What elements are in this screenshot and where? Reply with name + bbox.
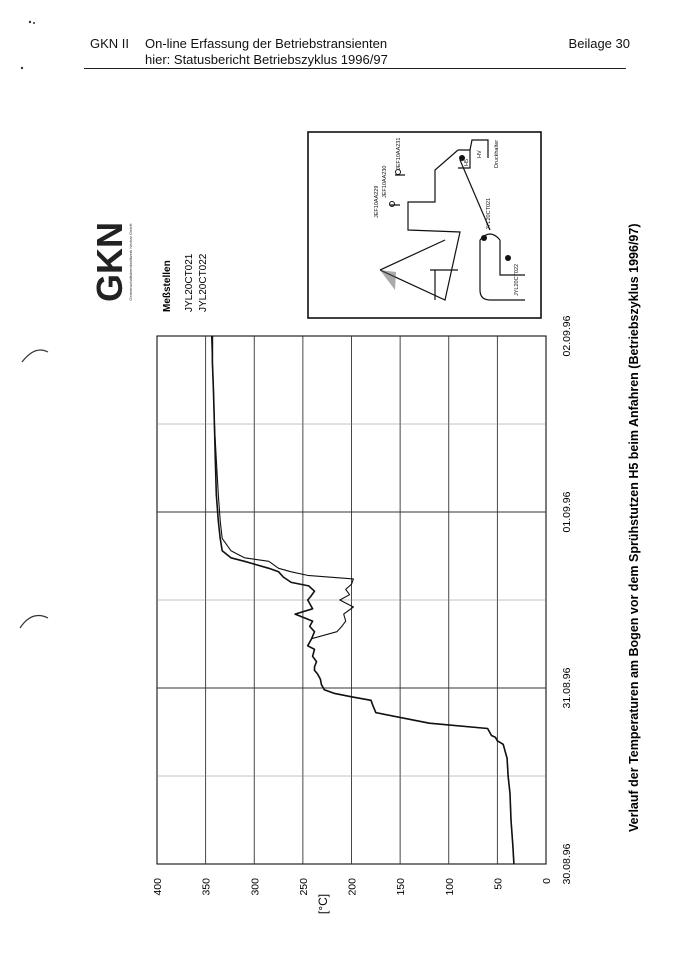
valve-229 xyxy=(389,201,395,207)
y-tick-label: 300 xyxy=(249,878,261,896)
label-jef10aa229: JEF10AA229 xyxy=(374,186,380,218)
y-tick-label: 100 xyxy=(444,878,456,896)
y-tick-labels: 0 50 100 150 200 250 300 350 400 xyxy=(152,878,553,896)
temperature-chart: 0 50 100 150 200 250 300 350 400 30.08.96 31.08.9… xyxy=(152,315,573,914)
header-title: On-line Erfassung der Betriebstransiente… xyxy=(145,36,388,68)
gkn-logo: GKN Gemeinschaftskernkraftwerk Neckar Gm… xyxy=(89,222,133,302)
ct022-point xyxy=(505,255,511,261)
series-line-JYL20CT022 xyxy=(210,335,515,865)
label-druckhalter: Druckhalter xyxy=(494,140,500,168)
logo-subtitle: Gemeinschaftskernkraftwerk Neckar GmbH xyxy=(128,223,133,300)
y-axis-label: [°C] xyxy=(316,894,330,914)
label-h5: H5 xyxy=(464,159,470,166)
y-tick-label: 400 xyxy=(152,878,164,896)
piping-schematic: JEF10AA231 JEF10AA230 JEF10AA229 JYL20CT… xyxy=(307,131,542,319)
x-tick-label: 30.08.96 xyxy=(561,843,573,884)
series-lines xyxy=(210,335,515,865)
legend-item-2: JYL20CT022 xyxy=(198,253,209,312)
y-tick-label: 150 xyxy=(395,878,407,896)
y-tick-label: 0 xyxy=(541,878,553,884)
header-beilage: Beilage 30 xyxy=(568,36,630,51)
figure-caption: Verlauf der Temperaturen am Bogen vor de… xyxy=(627,223,641,832)
h5-point xyxy=(459,155,465,161)
header-line-1: On-line Erfassung der Betriebstransiente… xyxy=(145,36,388,51)
y-tick-label: 250 xyxy=(298,878,310,896)
label-jyl20ct021: JYL20CT021 xyxy=(486,198,492,230)
header-rule xyxy=(84,68,626,69)
header-line-2: hier: Statusbericht Betriebszyklus 1996/… xyxy=(145,52,388,67)
valve-230 xyxy=(395,169,401,175)
x-tick-labels: 30.08.96 31.08.96 01.09.96 02.09.96 xyxy=(561,315,573,884)
legend: Meßstellen JYL20CT021 JYL20CT022 xyxy=(162,253,209,312)
scan-specks xyxy=(19,20,49,629)
label-jef10aa231: JEF10AA231 xyxy=(396,138,402,170)
grid-lines xyxy=(157,336,546,864)
y-tick-label: 350 xyxy=(201,878,213,896)
logo-mark: GKN xyxy=(89,222,130,302)
y-tick-label: 50 xyxy=(492,878,504,890)
legend-heading: Meßstellen xyxy=(162,260,173,312)
x-tick-label: 02.09.96 xyxy=(561,315,573,356)
ct021-point xyxy=(481,235,487,241)
y-tick-label: 200 xyxy=(347,878,359,896)
label-hv: HV xyxy=(477,150,483,158)
label-jyl20ct022: JYL20CT022 xyxy=(514,264,520,296)
schematic-frame xyxy=(307,131,542,319)
x-tick-label: 31.08.96 xyxy=(561,667,573,708)
legend-item-1: JYL20CT021 xyxy=(184,253,195,312)
header-org: GKN II xyxy=(90,36,130,51)
x-tick-label: 01.09.96 xyxy=(561,491,573,532)
label-jef10aa230: JEF10AA230 xyxy=(382,166,388,198)
